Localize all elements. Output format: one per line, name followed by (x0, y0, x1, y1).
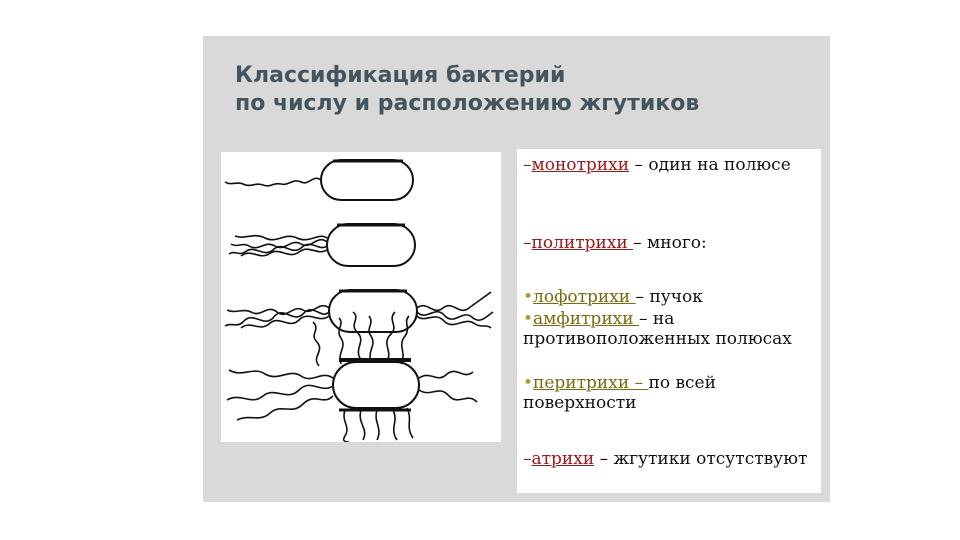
desc-monotrichous: – один на полюсе (629, 155, 791, 175)
list-item-peritrichous: •перитрихи – по всей поверхности (523, 373, 819, 413)
desc-polytrichous: – много: (633, 233, 707, 253)
list-marker: – (523, 449, 532, 469)
desc-lophotrichous: – пучок (636, 287, 703, 307)
bacteria-flagella-figure (221, 152, 501, 442)
list-marker: • (523, 373, 533, 393)
classification-list: –монотрихи – один на полюсе –политрихи –… (517, 149, 821, 493)
bacteria-flagella-drawing-icon (221, 152, 501, 442)
slide-title: Классификация бактерий по числу и распол… (235, 62, 699, 118)
list-marker: • (523, 309, 533, 329)
term-lophotrichous: лофотрихи (533, 287, 636, 307)
list-item-lophotrichous: •лофотрихи – пучок (523, 287, 819, 307)
desc-atrichous: – жгутики отсутствуют (594, 449, 807, 469)
term-peritrichous: перитрихи – (533, 373, 648, 393)
list-marker: • (523, 287, 533, 307)
lophotrichous-bacterium (229, 224, 415, 266)
amphitrichous-bacterium (225, 290, 493, 332)
list-item-atrichous: –атрихи – жгутики отсутствуют (523, 449, 819, 469)
list-marker: – (523, 233, 532, 253)
list-item-amphitrichous: •амфитрихи – на противоположенных полюса… (523, 309, 819, 349)
term-amphitrichous: амфитрихи (533, 309, 639, 329)
title-line-1: Классификация бактерий (235, 62, 699, 90)
term-monotrichous: монотрихи (532, 155, 630, 175)
term-polytrichous: политрихи (532, 233, 634, 253)
title-line-2: по числу и расположению жгутиков (235, 90, 699, 118)
list-item-polytrichous: –политрихи – много: (523, 233, 819, 253)
monotrichous-bacterium (225, 160, 413, 200)
term-atrichous: атрихи (532, 449, 595, 469)
list-marker: – (523, 155, 532, 175)
list-item-monotrichous: –монотрихи – один на полюсе (523, 155, 819, 175)
slide-panel: Классификация бактерий по числу и распол… (203, 36, 830, 502)
